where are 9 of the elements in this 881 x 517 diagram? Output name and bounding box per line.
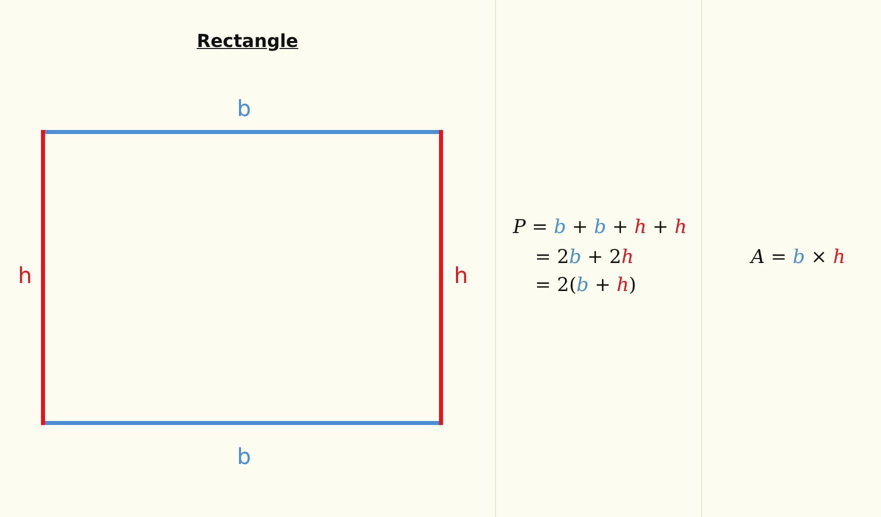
side-label: h: [454, 266, 468, 288]
formula: P = b + b + h + h: [513, 218, 687, 237]
side-label: h: [18, 266, 32, 288]
formula: = 2(b + h): [535, 276, 636, 295]
formula: A = b × h: [751, 248, 846, 267]
side-label: b: [237, 99, 251, 121]
diagram-title: Rectangle: [196, 31, 300, 52]
formula: = 2b + 2h: [535, 248, 634, 267]
side-label: b: [237, 447, 251, 469]
